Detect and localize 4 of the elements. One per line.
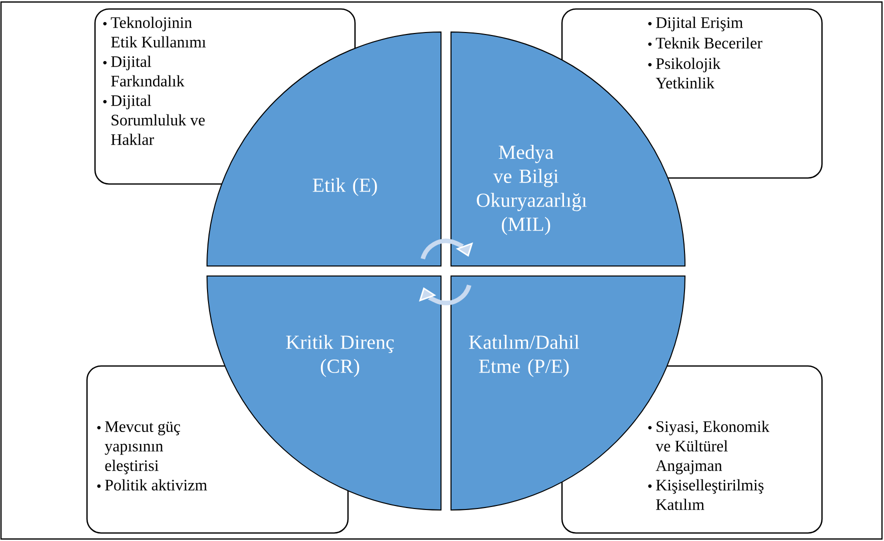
- cycle-arrow: [420, 238, 474, 260]
- quadrant-sector: Etik (E): [206, 32, 442, 266]
- quadrant-sector: Kritik Direnç (CR): [206, 275, 442, 510]
- cycle-arrow: [418, 284, 472, 306]
